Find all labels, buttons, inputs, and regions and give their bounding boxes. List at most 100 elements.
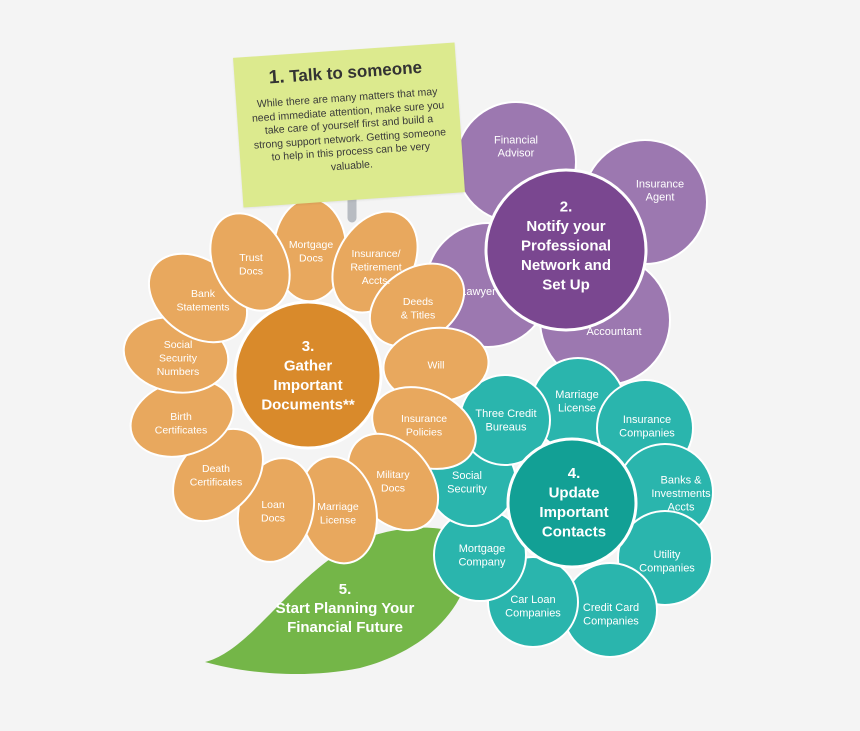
network-center-label-line: Set Up (542, 276, 590, 293)
petal-label-contact-marriage-license-line: Marriage (555, 389, 598, 401)
petal-label-contact-three-credit-bureaus-line: Bureaus (486, 422, 527, 434)
planning-leaf-label-line: 5. (339, 581, 352, 598)
contacts-center-label-line: Important (539, 504, 608, 521)
petal-label-doc-birth-certificates-line: Birth (170, 411, 192, 423)
planning-leaf-label-line: Financial Future (287, 619, 403, 636)
petal-label-doc-mortgage-docs-line: Mortgage (289, 239, 334, 251)
petal-label-doc-deeds-titles-line: & Titles (401, 309, 435, 321)
petal-label-doc-marriage-license-line: License (320, 514, 356, 526)
network-center-label-line: Professional (521, 237, 611, 254)
planning-leaf-label-line: Start Planning Your (276, 600, 415, 617)
petal-label-doc-deeds-titles: Deeds& Titles (401, 296, 435, 322)
petal-label-lawyer: Lawyer (460, 286, 496, 298)
petal-label-contact-insurance-companies-line: Insurance (623, 414, 671, 426)
note-title: 1. Talk to someone (248, 55, 443, 90)
network-center (484, 168, 648, 332)
petal-label-doc-insurance-retirement-accts-line: Accts. (362, 275, 391, 287)
petal-label-accountant: Accountant (586, 326, 641, 338)
petal-label-financial-advisor-line: Advisor (498, 147, 535, 159)
petal-label-lawyer-line: Lawyer (460, 286, 496, 298)
petal-label-doc-social-security-numbers-line: Security (159, 353, 198, 365)
petal-label-doc-birth-certificates-line: Certificates (155, 424, 208, 436)
petal-label-contact-banks-investments-accts-line: Accts (668, 501, 695, 513)
contacts-center (506, 437, 638, 569)
petal-label-contact-banks-investments-accts-line: Banks & (661, 474, 703, 486)
petal-label-doc-insurance-policies-line: Insurance (401, 413, 447, 425)
petal-label-contact-social-security-line: Security (447, 484, 487, 496)
petal-label-accountant-line: Accountant (586, 326, 641, 338)
petal-label-doc-military-docs-line: Military (376, 469, 410, 481)
petal-label-doc-trust-docs-line: Trust (239, 252, 263, 264)
petal-doc-trust-docs (209, 212, 291, 312)
petal-label-contact-car-loan-companies-line: Companies (505, 608, 561, 620)
contacts-center-label-line: Contacts (542, 524, 606, 541)
petal-label-contact-utility-companies-line: Companies (639, 563, 695, 575)
petal-label-contact-marriage-license-line: License (558, 403, 596, 415)
petal-label-doc-trust-docs-line: Docs (239, 265, 263, 277)
documents-center-label-line: Gather (284, 358, 333, 375)
petal-label-doc-social-security-numbers-line: Social (164, 339, 193, 351)
petal-label-contact-three-credit-bureaus-line: Three Credit (475, 408, 536, 420)
talk-to-someone-note: 1. Talk to someone While there are many … (233, 42, 465, 208)
note-body-text: While there are many matters that may ne… (251, 85, 447, 173)
petal-label-contact-utility-companies-line: Utility (654, 549, 681, 561)
network-center-label-line: Network and (521, 257, 611, 274)
petal-label-doc-insurance-retirement-accts-line: Retirement (350, 262, 401, 274)
documents-center-label-line: Documents** (261, 397, 355, 414)
petal-label-doc-bank-statements-line: Bank (191, 288, 216, 300)
petal-label-doc-bank-statements-line: Statements (176, 301, 229, 313)
petal-label-doc-loan-docs-line: Docs (261, 512, 285, 524)
petal-label-contact-car-loan-companies-line: Car Loan (510, 594, 555, 606)
network-center-label-line: Notify your (526, 218, 605, 235)
petal-label-insurance-agent-line: Agent (646, 191, 675, 203)
petal-label-contact-mortgage-company-line: Company (458, 557, 506, 569)
petal-label-doc-mortgage-docs-line: Docs (299, 252, 323, 264)
petal-label-contact-credit-card-companies-line: Credit Card (583, 602, 639, 614)
petal-label-doc-death-certificates-line: Certificates (190, 476, 243, 488)
petal-label-doc-insurance-policies-line: Policies (406, 426, 442, 438)
petal-label-doc-social-security-numbers-line: Numbers (157, 366, 200, 378)
petal-label-financial-advisor-line: Financial (494, 134, 538, 146)
network-center-label-line: 2. (560, 198, 573, 215)
petal-label-doc-loan-docs-line: Loan (261, 499, 285, 511)
contacts-center-label-line: Update (549, 485, 600, 502)
petal-label-doc-will: Will (428, 360, 445, 372)
documents-center-label-line: Important (273, 377, 342, 394)
petal-label-doc-death-certificates-line: Death (202, 463, 230, 475)
petal-label-doc-insurance-retirement-accts-line: Insurance/ (351, 248, 400, 260)
petal-label-doc-deeds-titles-line: Deeds (403, 296, 433, 308)
petal-label-contact-credit-card-companies-line: Companies (583, 616, 639, 628)
petal-label-contact-social-security-line: Social (452, 470, 482, 482)
petal-label-doc-military-docs-line: Docs (381, 482, 405, 494)
petal-label-contact-insurance-companies-line: Companies (619, 428, 675, 440)
documents-center-label-line: 3. (302, 338, 315, 355)
petal-label-contact-mortgage-company-line: Mortgage (459, 543, 505, 555)
